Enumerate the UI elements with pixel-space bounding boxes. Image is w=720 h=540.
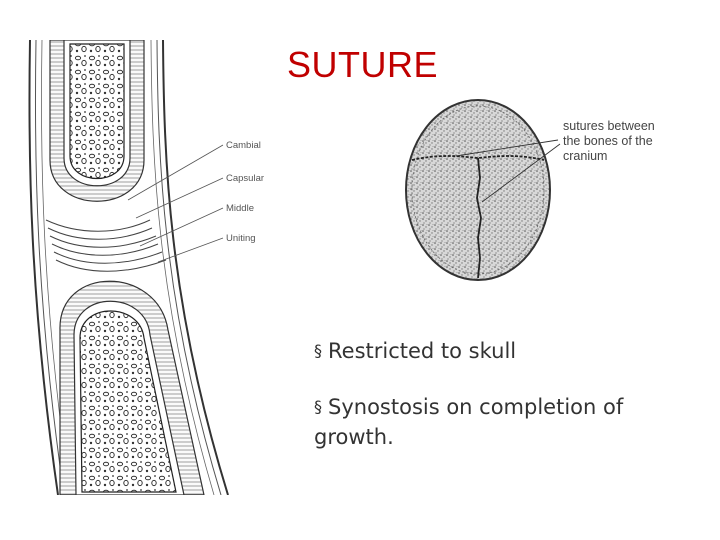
label-capsular: Capsular (226, 173, 264, 184)
bullet-list: §Restricted to skull §Synostosis on comp… (314, 336, 694, 478)
bullet-marker: § (314, 392, 328, 422)
label-middle: Middle (226, 203, 254, 214)
bullet-item: §Synostosis on completion of growth. (314, 392, 694, 452)
bullet-text: Synostosis on completion of growth. (314, 395, 623, 449)
skull-label-line-1: sutures between (563, 119, 655, 133)
skull-label-line-2: the bones of the (563, 134, 653, 148)
label-cambial: Cambial (226, 140, 261, 151)
skull-label-line-3: cranium (563, 149, 607, 163)
bullet-text: Restricted to skull (328, 339, 516, 363)
label-uniting: Uniting (226, 233, 256, 244)
suture-layers-diagram: Cambial Capsular Middle Uniting (18, 40, 280, 495)
skull-diagram: sutures between the bones of the cranium (398, 98, 678, 288)
bullet-item: §Restricted to skull (314, 336, 694, 366)
slide-title: SUTURE (287, 44, 438, 86)
bullet-marker: § (314, 336, 328, 366)
